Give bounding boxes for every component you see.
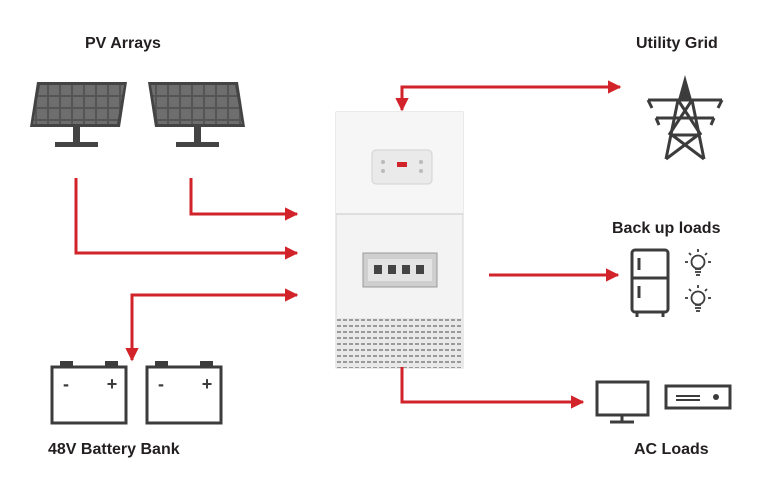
backup-loads-label: Back up loads <box>612 220 721 237</box>
solar-panel-icon <box>148 82 245 147</box>
battery-icon: - + <box>50 361 128 425</box>
pv2-to-inverter-arrow <box>189 178 299 221</box>
ac-loads-label: AC Loads <box>634 441 709 458</box>
refrigerator-icon <box>630 248 670 317</box>
receiver-icon <box>664 384 732 410</box>
light-bulb-icon <box>685 285 711 312</box>
monitor-icon <box>595 380 650 424</box>
grid-inverter-arrow <box>395 80 622 112</box>
transmission-tower-icon <box>646 75 724 161</box>
battery-bank-label: 48V Battery Bank <box>48 441 180 458</box>
battery-negative-label: - <box>63 374 69 394</box>
ac-loads-arrow <box>400 367 585 409</box>
battery-icon: - + <box>145 361 223 425</box>
pv1-to-inverter-arrow <box>74 178 299 260</box>
battery-positive-label: + <box>107 374 118 394</box>
light-bulb-icon <box>685 249 711 276</box>
inverter-unit <box>335 111 464 369</box>
utility-grid-label: Utility Grid <box>636 35 718 52</box>
battery-positive-label: + <box>202 374 213 394</box>
solar-panel-icon <box>30 82 127 147</box>
battery-negative-label: - <box>158 374 164 394</box>
pv-arrays-label: PV Arrays <box>85 35 161 52</box>
battery-inverter-arrow <box>125 288 299 362</box>
